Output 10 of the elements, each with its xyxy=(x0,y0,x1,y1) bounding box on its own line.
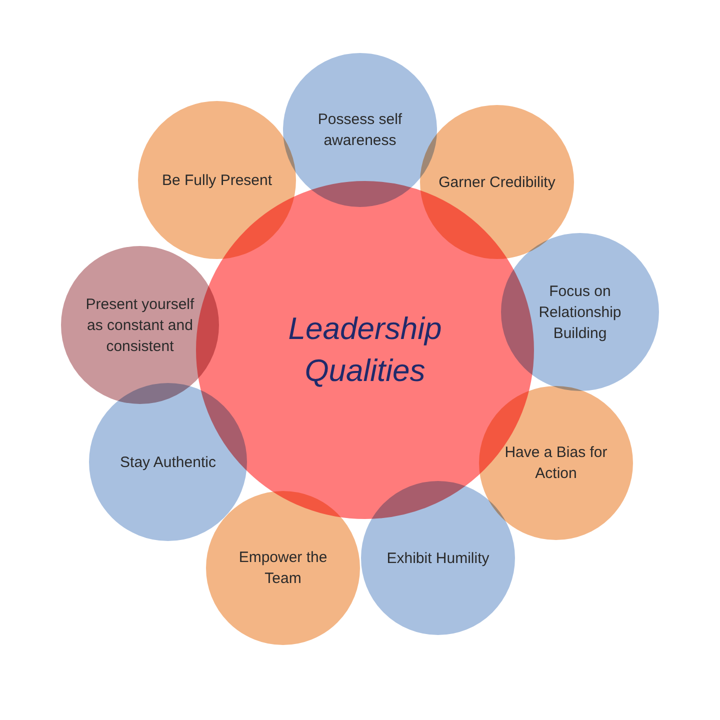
quality-label: Focus on Relationship Building xyxy=(538,282,622,344)
quality-label: Stay Authentic xyxy=(119,452,217,472)
quality-label: Garner Credibility xyxy=(438,172,556,192)
quality-label: Be Fully Present xyxy=(160,170,274,190)
quality-label: Possess self awareness xyxy=(316,110,404,151)
quality-label: Exhibit Humility xyxy=(386,548,490,568)
center-title: Leadership Qualities xyxy=(287,310,443,390)
quality-label: Empower the Team xyxy=(238,548,328,589)
quality-label: Have a Bias for Action xyxy=(504,443,608,484)
quality-label: Present yourself as constant and consistent xyxy=(84,294,196,356)
